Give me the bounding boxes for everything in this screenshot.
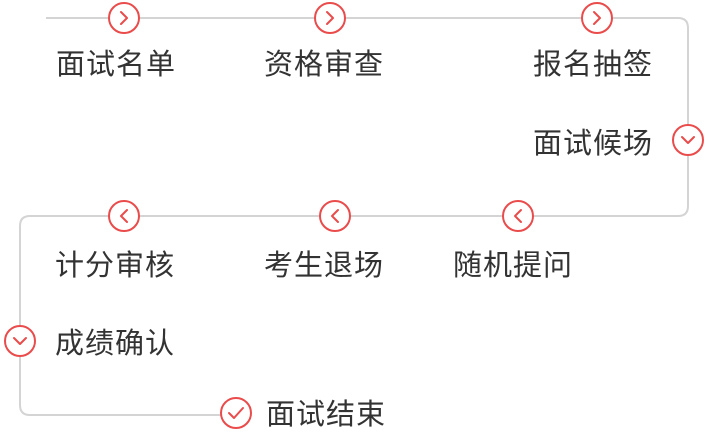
- step-7-circle: [108, 200, 140, 232]
- step-label-1: 面试名单: [56, 47, 177, 81]
- chevron-right-icon: [120, 11, 128, 25]
- step-3-node: [581, 2, 613, 34]
- step-8-node: [4, 325, 36, 357]
- step-9-circle: [220, 397, 252, 429]
- step-6-node: [319, 200, 351, 232]
- step-3-circle: [581, 2, 613, 34]
- step-4-circle: [672, 124, 704, 156]
- step-label-4: 面试候场: [533, 126, 654, 160]
- step-label-6: 考生退场: [264, 248, 385, 282]
- step-label-9: 面试结束: [266, 397, 387, 431]
- step-1-circle: [108, 2, 140, 34]
- step-2-node: [314, 2, 346, 34]
- step-label-3: 报名抽签: [533, 47, 654, 81]
- step-6-circle: [319, 200, 351, 232]
- step-5-circle: [502, 200, 534, 232]
- step-label-8: 成绩确认: [55, 326, 176, 360]
- chevron-left-icon: [120, 209, 128, 223]
- step-4-node: [672, 124, 704, 156]
- chevron-left-icon: [331, 209, 339, 223]
- step-9-node: [220, 397, 252, 429]
- checkmark-icon: [228, 407, 244, 419]
- step-label-7: 计分审核: [55, 248, 176, 282]
- step-7-node: [108, 200, 140, 232]
- flow-connector-line: [19, 17, 689, 416]
- step-5-node: [502, 200, 534, 232]
- step-label-5: 随机提问: [453, 248, 574, 282]
- step-2-circle: [314, 2, 346, 34]
- step-label-2: 资格审查: [264, 47, 385, 81]
- chevron-right-icon: [593, 11, 601, 25]
- step-8-circle: [4, 325, 36, 357]
- chevron-down-icon: [13, 337, 27, 345]
- chevron-right-icon: [326, 11, 334, 25]
- chevron-left-icon: [514, 209, 522, 223]
- step-1-node: [108, 2, 140, 34]
- chevron-down-icon: [681, 136, 695, 144]
